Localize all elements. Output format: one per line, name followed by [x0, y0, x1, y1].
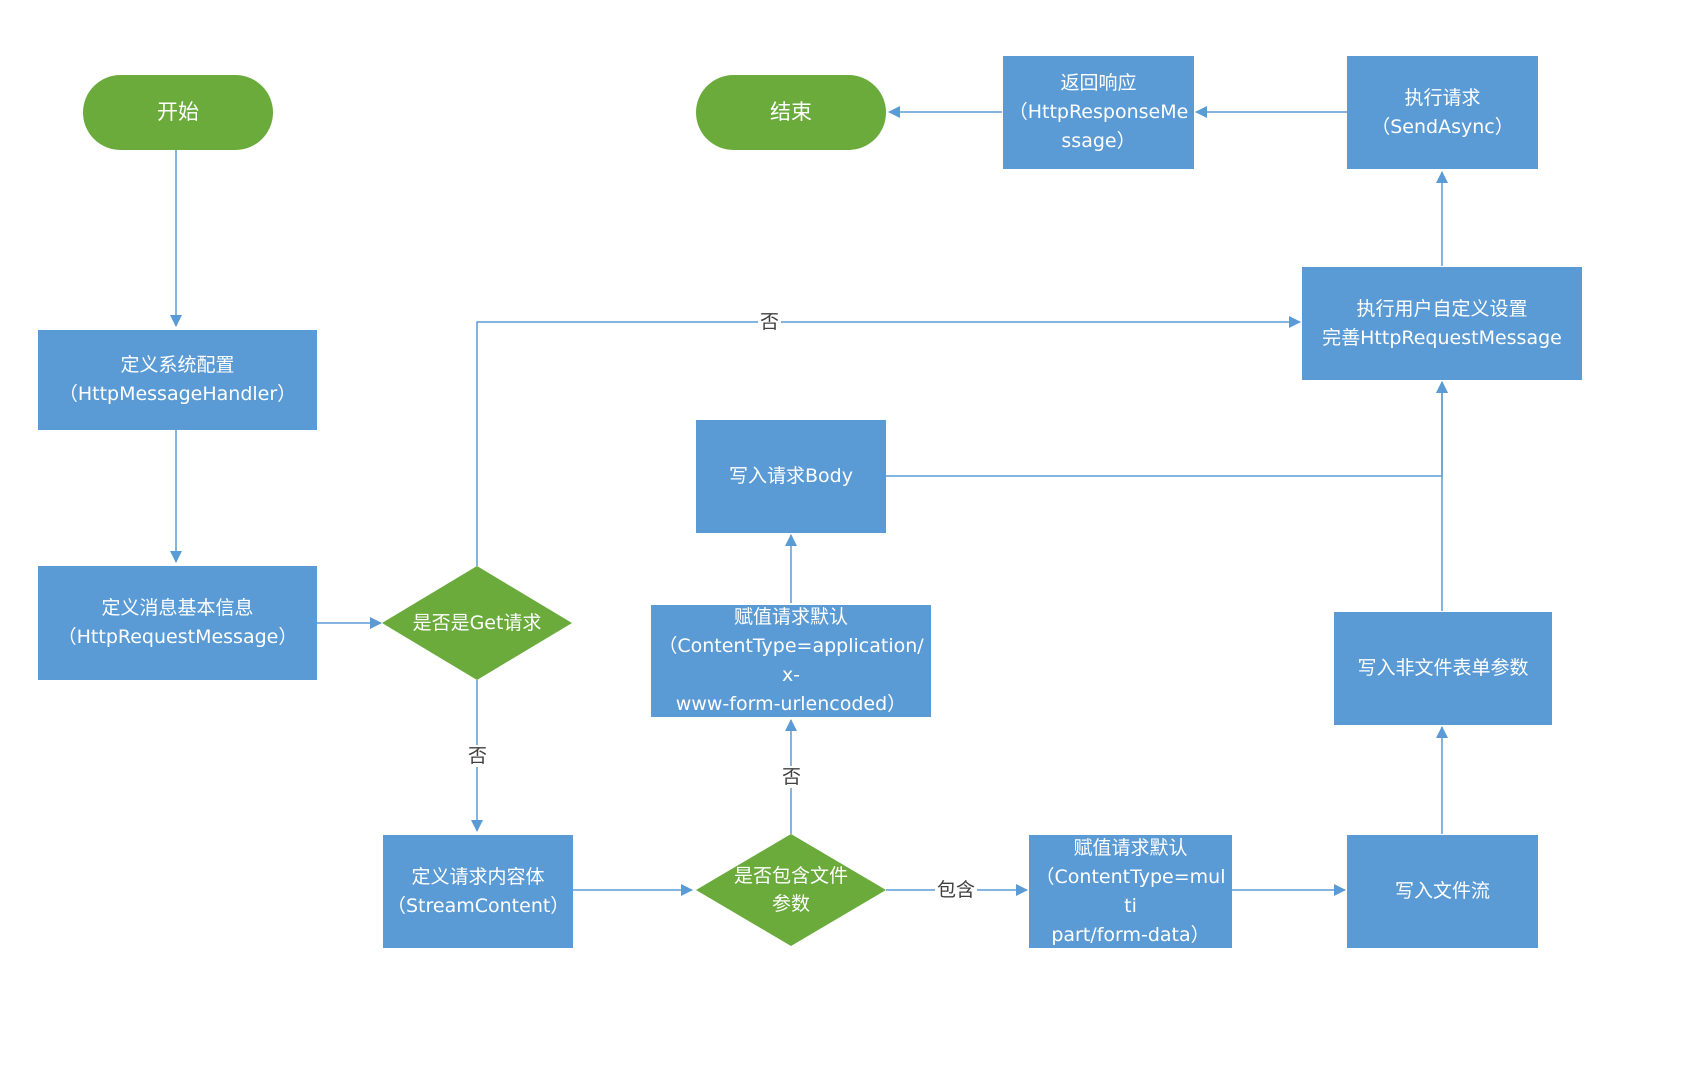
default-urlencoded-box: 赋值请求默认 （ContentType=application/x- www-f…	[651, 605, 931, 717]
send-line2: （SendAsync）	[1371, 115, 1514, 138]
default-multipart-line2: （ContentType=multi	[1035, 865, 1226, 917]
edge-label-get-to-content: 否	[466, 745, 490, 767]
decision-has-file-line2: 参数	[771, 893, 810, 915]
define-message-box: 定义消息基本信息 （HttpRequestMessage）	[38, 566, 317, 680]
write-stream-label: 写入文件流	[1394, 880, 1490, 902]
define-config-line2: （HttpMessageHandler）	[58, 383, 297, 405]
default-multipart-box: 赋值请求默认 （ContentType=multi part/form-data…	[1029, 835, 1232, 948]
user-settings-line1: 执行用户自定义设置	[1356, 297, 1528, 320]
write-form-label: 写入非文件表单参数	[1357, 657, 1529, 679]
write-form-box: 写入非文件表单参数	[1334, 612, 1552, 725]
end-label: 结束	[770, 100, 812, 124]
define-content-line1: 定义请求内容体	[411, 865, 545, 888]
start-terminal: 开始	[83, 75, 273, 150]
decision-is-get-label: 是否是Get请求	[412, 612, 542, 634]
write-body-box: 写入请求Body	[696, 420, 886, 533]
send-line1: 执行请求	[1404, 86, 1481, 109]
edge-isget-to-settings	[476, 316, 1301, 566]
user-settings-box: 执行用户自定义设置 完善HttpRequestMessage	[1302, 267, 1582, 380]
edge-body-to-settings	[886, 381, 1448, 477]
start-label: 开始	[157, 100, 199, 124]
decision-has-file: 是否包含文件 参数	[706, 860, 876, 920]
write-body-label: 写入请求Body	[729, 465, 853, 487]
decision-has-file-shape	[696, 834, 886, 946]
write-stream-box: 写入文件流	[1347, 835, 1538, 948]
response-line1: 返回响应	[1060, 72, 1137, 94]
default-urlencoded-line2: （ContentType=application/x-	[658, 635, 924, 686]
response-box: 返回响应 （HttpResponseMe ssage）	[1003, 56, 1194, 169]
default-multipart-line3: part/form-data）	[1051, 923, 1210, 946]
define-message-line1: 定义消息基本信息	[101, 597, 254, 619]
decision-is-get: 是否是Get请求	[392, 593, 562, 653]
decision-is-get-shape	[382, 566, 572, 680]
send-box: 执行请求 （SendAsync）	[1347, 56, 1538, 169]
end-terminal: 结束	[696, 75, 886, 150]
response-line2: （HttpResponseMe	[1008, 101, 1189, 123]
default-multipart-line1: 赋值请求默认	[1073, 836, 1188, 859]
define-content-box: 定义请求内容体 （StreamContent）	[383, 835, 573, 948]
edge-label-get-to-settings: 否	[758, 311, 782, 333]
decision-has-file-line1: 是否包含文件	[733, 865, 848, 887]
define-config-box: 定义系统配置 （HttpMessageHandler）	[38, 330, 317, 430]
default-urlencoded-line3: www-form-urlencoded）	[675, 693, 907, 715]
edge-label-file-to-urlencoded: 否	[780, 766, 804, 788]
default-urlencoded-line1: 赋值请求默认	[733, 606, 848, 628]
response-line3: ssage）	[1061, 130, 1136, 152]
define-message-line2: （HttpRequestMessage）	[57, 626, 298, 648]
edge-label-file-to-multipart: 包含	[935, 879, 978, 901]
user-settings-line2: 完善HttpRequestMessage	[1322, 326, 1562, 349]
define-config-line1: 定义系统配置	[120, 354, 235, 376]
define-content-line2: （StreamContent）	[387, 894, 570, 917]
